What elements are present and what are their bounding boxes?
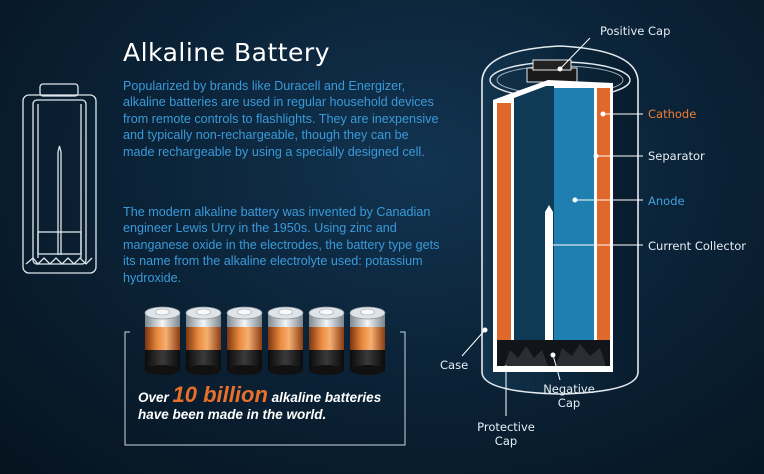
- small-battery-icon: [308, 306, 345, 375]
- cathode-right: [597, 88, 610, 365]
- label-separator: Separator: [648, 149, 705, 163]
- stat-callout: Over 10 billion alkaline batteries have …: [138, 384, 408, 423]
- stat-highlight: 10 billion: [172, 382, 268, 407]
- label-negative-cap: Negative Cap: [543, 382, 595, 410]
- history-paragraph: The modern alkaline battery was invented…: [123, 205, 440, 285]
- label-positive-cap: Positive Cap: [600, 24, 671, 38]
- anode-right: [554, 88, 594, 365]
- stat-suffix: alkaline batteries have been made in the…: [138, 390, 382, 422]
- small-battery-icon: [267, 306, 304, 375]
- label-protective-cap: Protective Cap: [477, 420, 535, 448]
- label-current-collector: Current Collector: [648, 239, 746, 253]
- cathode-left: [497, 103, 511, 365]
- anode-left: [514, 86, 546, 365]
- small-battery-icon: [144, 306, 181, 375]
- intro-paragraph: Popularized by brands like Duracell and …: [123, 79, 439, 159]
- page-title: Alkaline Battery: [123, 38, 330, 67]
- current-collector: [545, 205, 553, 350]
- small-battery-icon: [349, 306, 386, 375]
- small-battery-icon: [185, 306, 222, 375]
- small-battery-icon: [226, 306, 263, 375]
- stat-prefix: Over: [138, 390, 173, 405]
- label-case: Case: [440, 358, 469, 372]
- label-cathode: Cathode: [648, 107, 697, 121]
- label-anode: Anode: [648, 194, 685, 208]
